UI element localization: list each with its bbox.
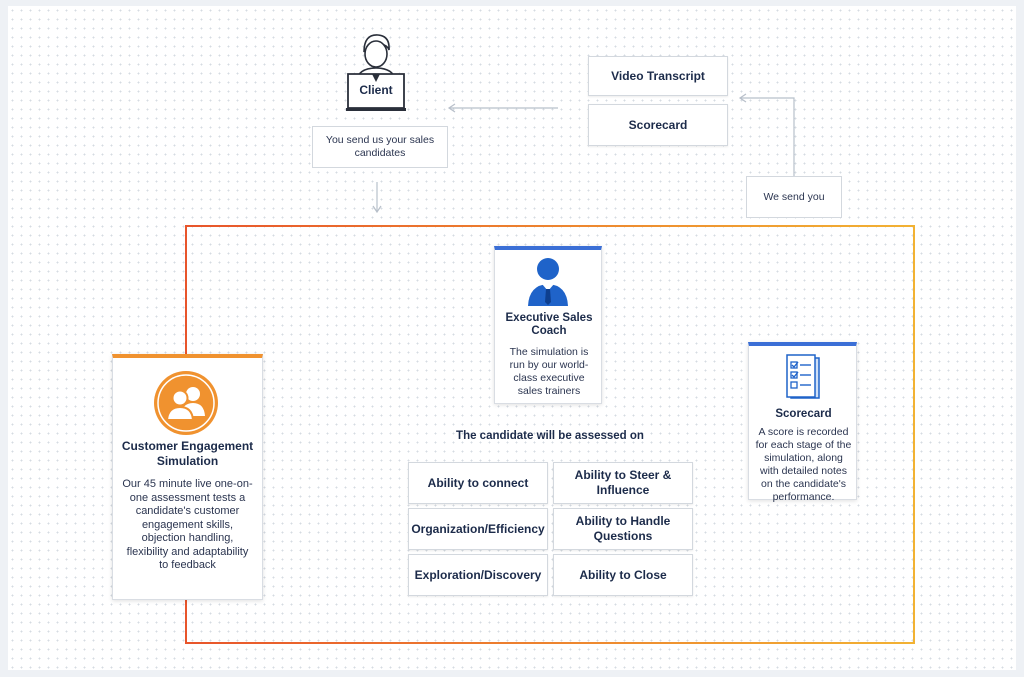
diagram-canvas: Client You send us your sales candidates…: [8, 6, 1016, 670]
client-label: Client: [359, 83, 393, 97]
connector-arrows: [372, 93, 795, 214]
skill-item: Exploration/Discovery: [408, 554, 548, 596]
we-send-you-note: We send you: [746, 176, 842, 218]
simulation-description: Our 45 minute live one-on-one assessment…: [122, 478, 253, 571]
assessment-heading: The candidate will be assessed on: [456, 430, 644, 442]
coach-description: The simulation is run by our world-class…: [509, 346, 589, 397]
client-node: Client: [344, 30, 408, 114]
skill-item: Organization/Efficiency: [408, 508, 548, 550]
skill-item: Ability to Steer & Influence: [553, 462, 693, 504]
checklist-document-icon: [781, 354, 825, 402]
coach-card: Executive Sales Coach The simulation is …: [494, 246, 602, 404]
skill-item: Ability to Handle Questions: [553, 508, 693, 550]
skill-item: Ability to Close: [553, 554, 693, 596]
coach-title: Executive Sales Coach: [505, 312, 593, 337]
scorecard-card: Scorecard A score is recorded for each s…: [748, 342, 857, 503]
scorecard-box: Scorecard: [588, 104, 728, 146]
client-note: You send us your sales candidates: [312, 126, 448, 168]
simulation-card: Customer Engagement Simulation Our 45 mi…: [112, 354, 263, 600]
person-at-laptop-icon: [346, 34, 406, 111]
scorecard-card-title: Scorecard: [775, 408, 832, 420]
scorecard-card-description: A score is recorded for each stage of th…: [755, 426, 852, 503]
simulation-title: Customer Engagement Simulation: [121, 439, 254, 468]
group-users-icon: [153, 370, 219, 436]
executive-person-icon: [525, 256, 571, 306]
video-transcript-box: Video Transcript: [588, 56, 728, 96]
skill-item: Ability to connect: [408, 462, 548, 504]
